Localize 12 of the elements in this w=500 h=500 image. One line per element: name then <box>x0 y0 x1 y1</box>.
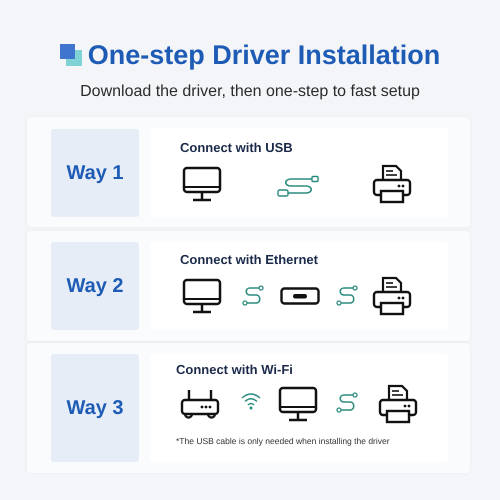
connection-card <box>150 354 448 462</box>
step-label: Way 3 <box>66 396 124 420</box>
subtitle: Download the driver, then one-step to fast setup <box>79 82 421 102</box>
step-label: Way 1 <box>66 162 124 184</box>
card-heading: Connect with Wi-Fi <box>176 362 293 377</box>
step-label: Way 2 <box>66 274 124 298</box>
footnote: *The USB cable is only needed when installing the driver <box>176 436 390 446</box>
card-heading: Connect with USB <box>180 140 293 155</box>
connection-card <box>150 242 448 330</box>
card-heading: Connect with Ethernet <box>180 252 318 267</box>
connection-card <box>150 128 448 218</box>
title: One-step Driver Installation <box>88 39 440 72</box>
